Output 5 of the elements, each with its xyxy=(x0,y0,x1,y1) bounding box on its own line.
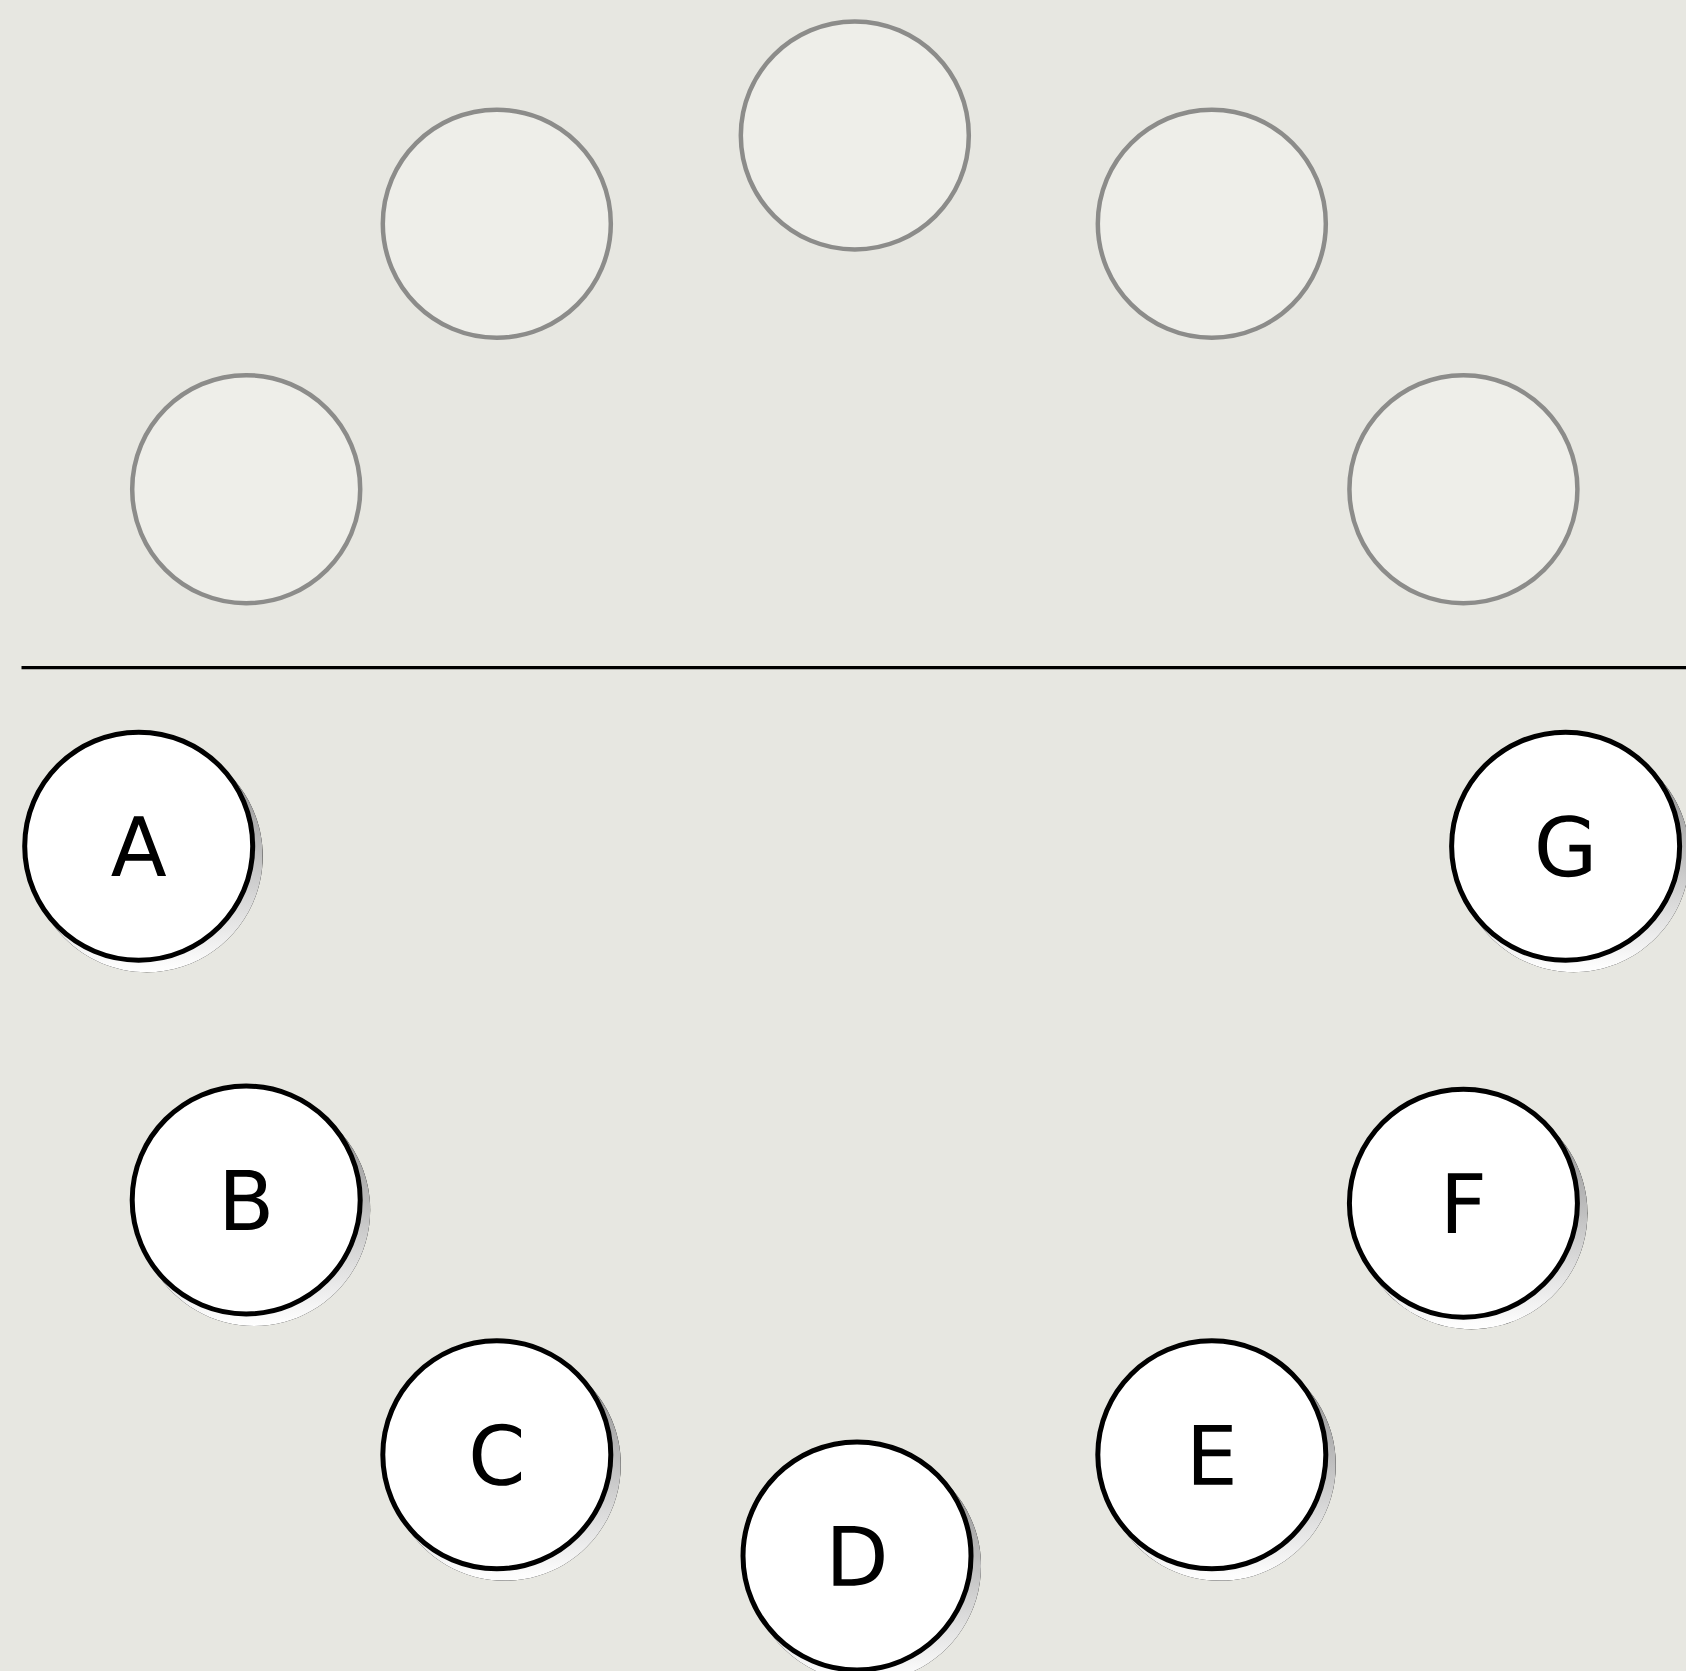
empty-circle xyxy=(738,19,972,252)
empty-circle xyxy=(380,107,614,340)
empty-circle xyxy=(1095,107,1329,340)
empty-circle xyxy=(129,372,363,606)
empty-circle xyxy=(1347,372,1580,606)
